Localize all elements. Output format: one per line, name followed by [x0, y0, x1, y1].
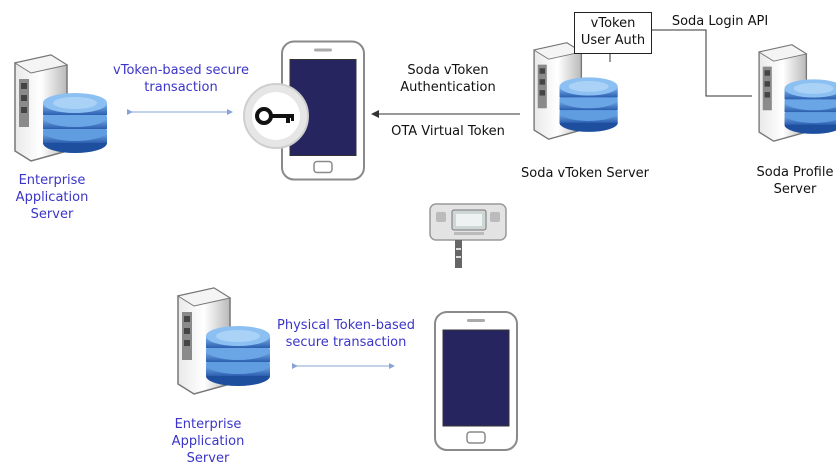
- enterprise-server-top-line1: Enterprise: [18, 173, 86, 188]
- enterprise-server-bottom-line2: Application: [171, 434, 245, 449]
- authentication-label: Soda vToken Authentication: [388, 62, 508, 96]
- enterprise-server-bottom-label: Enterprise Application Server: [158, 416, 258, 467]
- enterprise-link-label: vToken-based secure transaction: [96, 62, 266, 96]
- login-api-connector: [650, 29, 752, 97]
- enterprise-link-line2: transaction: [144, 80, 218, 95]
- enterprise-server-top-label: Enterprise Application Server: [2, 172, 102, 223]
- enterprise-server-top-line2: Application: [15, 190, 89, 205]
- profile-server-label: Soda Profile Server: [740, 164, 836, 198]
- physical-link-label: Physical Token-based secure transaction: [262, 317, 430, 351]
- login-api-label: Soda Login API: [671, 14, 769, 29]
- enterprise-server-bottom-line3: Server: [186, 451, 230, 466]
- profile-server-line1: Soda Profile: [756, 165, 834, 180]
- user-auth-line2: User Auth: [580, 33, 646, 48]
- profile-server-line2: Server: [773, 182, 817, 197]
- authentication-line1: Soda vToken: [407, 63, 489, 78]
- user-auth-box: [574, 12, 652, 54]
- vtoken-server-label: Soda vToken Server: [520, 166, 649, 181]
- enterprise-server-bottom-line1: Enterprise: [174, 417, 242, 432]
- key-icon: [243, 83, 309, 149]
- authentication-line2: Authentication: [400, 80, 496, 95]
- physical-link-line2: secure transaction: [285, 335, 407, 350]
- physical-link-line1: Physical Token-based: [277, 318, 415, 333]
- physical-token-icon: [429, 203, 507, 268]
- ota-virtual-token-label: OTA Virtual Token: [391, 124, 505, 139]
- user-auth-line1: vToken: [590, 16, 636, 31]
- enterprise-server-top-line3: Server: [30, 207, 74, 222]
- enterprise-link-line1: vToken-based secure: [113, 63, 249, 78]
- user-auth-label: vToken User Auth: [574, 15, 652, 49]
